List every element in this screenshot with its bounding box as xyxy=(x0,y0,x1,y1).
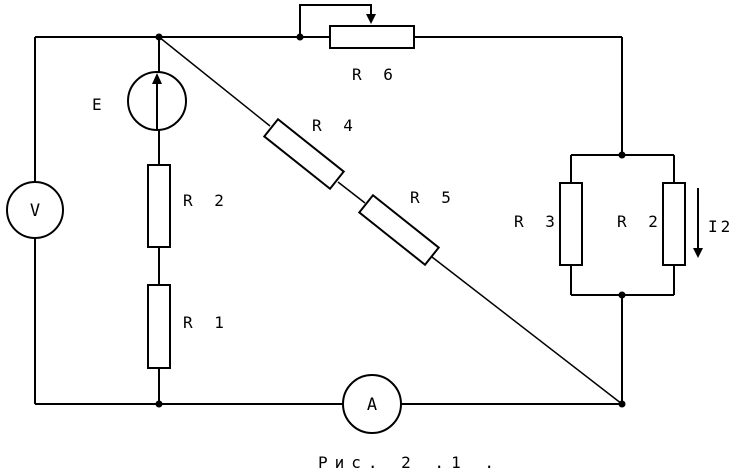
resistor-r2-right xyxy=(662,182,686,266)
voltmeter: V xyxy=(6,181,64,239)
resistor-r2-left xyxy=(147,164,171,248)
r1-label: R 1 xyxy=(183,313,230,332)
r3-label: R 3 xyxy=(514,212,561,231)
parallel-block-wires xyxy=(570,154,675,404)
r2-right-label: R 2 xyxy=(617,212,664,231)
r6-label: R 6 xyxy=(352,65,399,84)
figure-caption: Рис. 2 .1 . xyxy=(318,453,501,472)
ammeter: A xyxy=(342,374,402,434)
emf-source xyxy=(127,71,187,131)
junction-nodes xyxy=(155,33,626,408)
node-bottom-right xyxy=(618,400,626,408)
resistor-r6 xyxy=(299,4,415,49)
node-top-left xyxy=(155,33,163,41)
resistor-r4 xyxy=(262,117,346,191)
left-branch-wires xyxy=(34,36,343,405)
diagonal-wires xyxy=(158,36,623,405)
ammeter-label: A xyxy=(367,395,377,415)
top-wires xyxy=(159,36,623,155)
resistor-r3 xyxy=(559,182,583,266)
r5-label: R 5 xyxy=(410,188,457,207)
r2-left-label: R 2 xyxy=(183,191,230,210)
emf-label: E xyxy=(92,95,108,114)
current-arrow xyxy=(693,188,703,258)
resistor-r1 xyxy=(147,284,171,369)
node-bottom-left xyxy=(155,400,163,408)
r4-label: R 4 xyxy=(312,116,359,135)
current-label: I2 xyxy=(708,217,733,236)
resistor-r5 xyxy=(357,193,441,267)
node-rheostat xyxy=(296,33,304,41)
voltmeter-label: V xyxy=(30,201,40,221)
node-parallel-bottom xyxy=(618,291,626,299)
node-parallel-top xyxy=(618,151,626,159)
